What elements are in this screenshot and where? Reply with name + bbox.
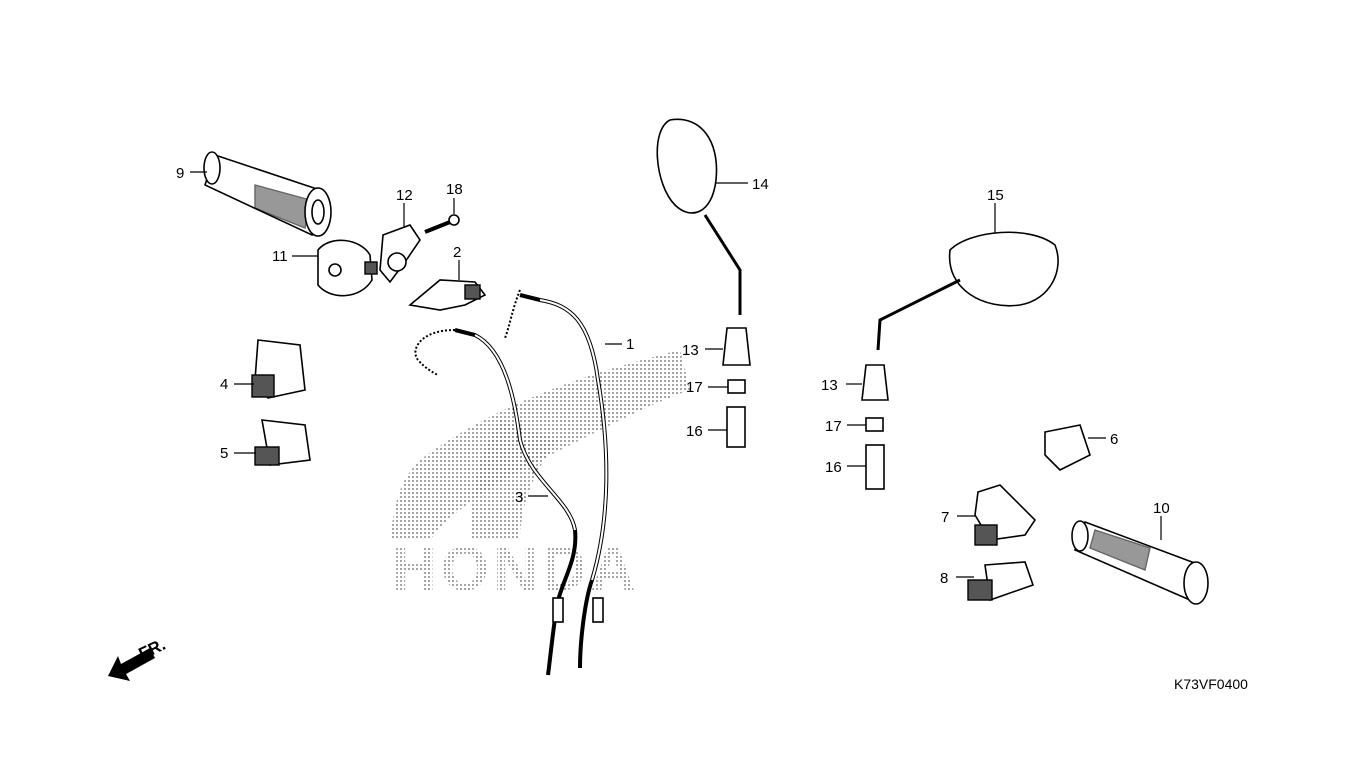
callout-17-right: 17 xyxy=(825,418,842,435)
callout-16-left: 16 xyxy=(686,423,703,440)
callout-7: 7 xyxy=(941,509,949,526)
mirror-boot-left[interactable] xyxy=(722,327,751,366)
grip-right[interactable] xyxy=(1071,520,1209,605)
callout-16-right: 16 xyxy=(825,459,842,476)
front-direction-indicator: FR. xyxy=(108,635,169,681)
switch-7[interactable] xyxy=(974,484,1037,546)
lever-bracket[interactable] xyxy=(408,279,487,311)
callout-9: 9 xyxy=(176,165,184,182)
handlebar-holder[interactable] xyxy=(379,224,421,284)
adapter-right[interactable] xyxy=(865,444,885,490)
screw[interactable] xyxy=(424,214,460,234)
callout-1: 1 xyxy=(626,336,634,353)
diagram-code: K73VF0400 xyxy=(1174,676,1248,692)
callout-8: 8 xyxy=(940,570,948,587)
callout-15: 15 xyxy=(987,187,1004,204)
mirror-boot-right[interactable] xyxy=(861,364,889,401)
switch-8[interactable] xyxy=(967,561,1035,602)
switch-5[interactable] xyxy=(254,419,311,466)
callout-4: 4 xyxy=(220,376,228,393)
switch-housing[interactable] xyxy=(317,239,378,297)
nut-right[interactable] xyxy=(865,417,884,432)
nut-left[interactable] xyxy=(727,379,746,394)
mirror-left[interactable] xyxy=(656,118,742,315)
callout-6: 6 xyxy=(1110,431,1118,448)
grip-left[interactable] xyxy=(203,151,332,237)
adapter-left[interactable] xyxy=(726,406,746,448)
callout-10: 10 xyxy=(1153,500,1170,517)
callout-11: 11 xyxy=(272,248,288,265)
callout-14: 14 xyxy=(752,176,769,193)
switch-6[interactable] xyxy=(1044,424,1091,471)
callout-3: 3 xyxy=(515,489,523,506)
switch-4[interactable] xyxy=(251,339,306,399)
throttle-cable-b[interactable] xyxy=(414,328,578,676)
arrow-left-icon xyxy=(108,648,155,681)
callout-13-right: 13 xyxy=(821,377,838,394)
throttle-cable-a[interactable] xyxy=(504,289,609,669)
callout-2: 2 xyxy=(453,244,461,261)
callout-5: 5 xyxy=(220,445,228,462)
callout-13-left: 13 xyxy=(682,342,699,359)
mirror-right[interactable] xyxy=(876,231,1059,351)
honda-logo-watermark: HONDA xyxy=(390,350,690,604)
callout-12: 12 xyxy=(396,187,413,204)
callout-18: 18 xyxy=(446,181,463,198)
callout-17-left: 17 xyxy=(686,379,703,396)
